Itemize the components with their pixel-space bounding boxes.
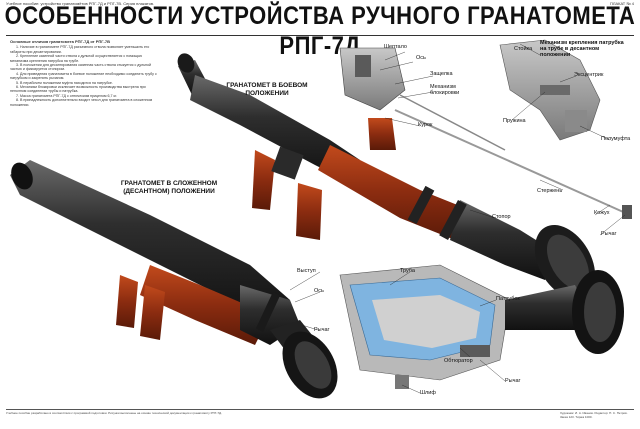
label-branch-pipe: Патрубок [496,296,520,302]
label-block-mech: Механизм блокировки [430,84,460,96]
footer-left-text: Учебное пособие разработано в соответств… [6,411,222,415]
label-stopper: Стопор [492,214,511,220]
launcher-combat-position [177,53,596,299]
launcher-muzzle-cap [177,53,195,73]
fastening-rod-end [622,205,632,219]
section-lever [460,345,490,357]
launcher-heat-guard [318,145,470,240]
nozzle-bell-inner [584,282,616,342]
nozzle-body [505,285,590,330]
trigger-rod [399,94,506,151]
label-shtyr: Шептало [384,44,407,50]
label-groove: Шлиф [420,390,436,396]
trigger-grip-detail [368,118,396,150]
fastening-mechanism-detail [394,39,632,219]
label-lever-2: Рычаг [314,327,330,333]
label-combat-position: ГРАНАТОМЕТ В БОЕВОМ ПОЛОЖЕНИИ [226,82,308,97]
leader-lines [289,43,626,394]
folded-rear-bell-inner [294,341,332,389]
description-paragraph: 2. Крепление казенной части ствола к дул… [10,54,143,63]
cross-section-detail [339,264,511,389]
label-protrusion: Выступ [297,268,316,274]
folded-clamp-ring [255,292,281,332]
fastening-spring [540,85,570,95]
launcher-rear-section [450,200,560,280]
label-rod: Стержень [537,188,563,194]
fastening-half-clutch [565,110,587,132]
launcher-rear-grip [296,183,322,240]
folded-rear-grip [140,285,165,340]
page-title: ОСОБЕННОСТИ УСТРОЙСТВА РУЧНОГО ГРАНАТОМЕ… [4,1,636,60]
label-lever-1: Рычаг [601,231,617,237]
folded-muzzle [11,162,33,190]
description-paragraph: 7. Масса гранатомета РПГ-7Д с оптическим… [16,93,117,98]
launcher-rear-bell-inner [546,234,590,290]
label-obturator: Обтюратор [444,358,473,364]
label-folded-position: ГРАНАТОМЕТ В СЛОЖЕННОМ (ДЕСАНТНОМ) ПОЛОЖ… [120,180,218,195]
launcher-front-grip [252,150,275,210]
title-divider [6,35,634,36]
label-pin: Ось [416,55,426,61]
description-paragraph: 3. В положении для десантирования казенн… [10,63,152,72]
label-axle: Ось [314,288,324,294]
label-cover: Кожух [594,210,610,216]
rear-nozzle-detail [505,270,624,354]
launcher-clamp-ring [439,199,467,241]
label-mechanism-title: Механизм крепления патрубка на трубе в д… [540,40,624,58]
launcher-main-barrel [190,75,360,180]
description-paragraph: 4. Для приведения гранатомета в боевое п… [10,71,157,81]
label-half-clutch: Полумуфта [601,136,631,142]
description-heading: Основные отличия гранатомета РПГ-7Д от Р… [10,40,110,44]
folded-lower-wood [140,265,270,345]
folded-front-grip [116,275,138,328]
trigger-block [339,47,406,111]
description-paragraph: 8. В принадлежность дополнительно входит… [10,98,153,107]
header-caption: Учебное пособие: устройство гранатомётов… [6,1,155,6]
label-lever-3: Рычаг [505,378,521,384]
label-latch: Защелка [430,71,453,77]
description-text-block: Основные отличия гранатомета РПГ-7Д от Р… [10,40,158,138]
poster-number: ПЛАКАТ № 4 [609,1,634,6]
section-groove [395,375,409,389]
description-paragraph: 5. В нерабочем положении муфта находится… [16,80,113,85]
footer-right-text: Художник: И. А. Иванов. Редактор: П. С. … [560,411,628,419]
launcher-folded-position [10,160,338,399]
label-rack: Стойка [514,46,533,52]
fastening-rod [394,109,631,216]
footer-divider [6,409,634,410]
trigger-mechanism-detail [339,47,506,151]
label-eccentric: Эксцентрик [574,72,604,78]
label-spring: Пружина [503,118,526,124]
label-tube: Труба [400,268,415,274]
trigger-latch [355,55,371,77]
label-trigger: Курок [418,122,433,128]
description-paragraph: 6. Механизм блокировки исключает возможн… [10,85,146,94]
launcher-trigger-housing [271,146,304,180]
launcher-clamp-ring [407,185,435,225]
description-paragraph: 1. Наличие в гранатомете РПГ-7Д разъемно… [10,45,150,54]
section-inner [372,295,480,348]
folded-upper-tube [10,160,290,320]
